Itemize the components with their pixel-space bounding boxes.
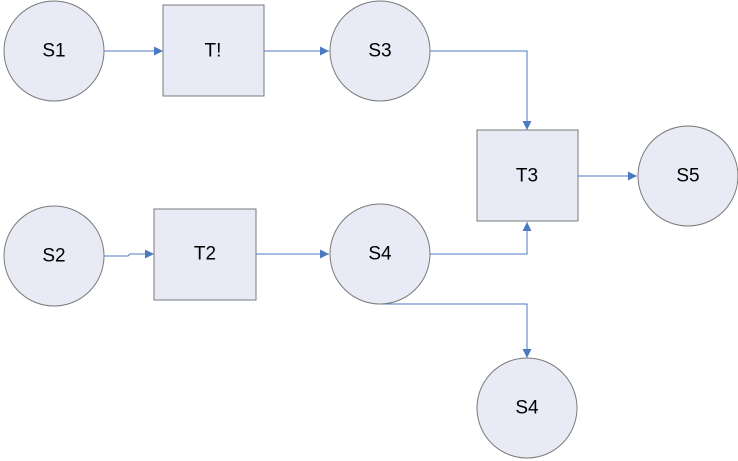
edge-s2-t2: [104, 249, 154, 259]
transition-t1-label: T!: [205, 41, 222, 62]
place-s4-lower-label: S4: [515, 398, 539, 419]
edge-s4-s4b: [380, 303, 532, 358]
place-s3-label: S3: [368, 41, 391, 62]
transition-t1: T!: [162, 4, 265, 97]
transition-t2: T2: [153, 208, 257, 301]
place-s1-label: S1: [42, 41, 65, 62]
place-s5: S5: [637, 125, 738, 227]
place-s4: S4: [329, 203, 431, 305]
edge-s4-t3: [430, 222, 532, 255]
place-s5-label: S5: [676, 166, 699, 187]
nodes-layer: S1 T! S3 T3 S5 S2 T2 S4: [3, 0, 738, 459]
place-s3: S3: [329, 0, 431, 102]
place-s1: S1: [3, 0, 105, 102]
edges-layer: [104, 46, 637, 358]
place-s2-label: S2: [42, 246, 65, 267]
edge-s3-t3: [430, 50, 532, 130]
place-s4-lower: S4: [476, 357, 578, 459]
place-s2: S2: [3, 205, 105, 307]
transition-t3-label: T3: [516, 166, 538, 187]
transition-t3: T3: [476, 129, 579, 222]
place-s4-label: S4: [368, 244, 392, 265]
transition-t2-label: T2: [194, 244, 216, 265]
